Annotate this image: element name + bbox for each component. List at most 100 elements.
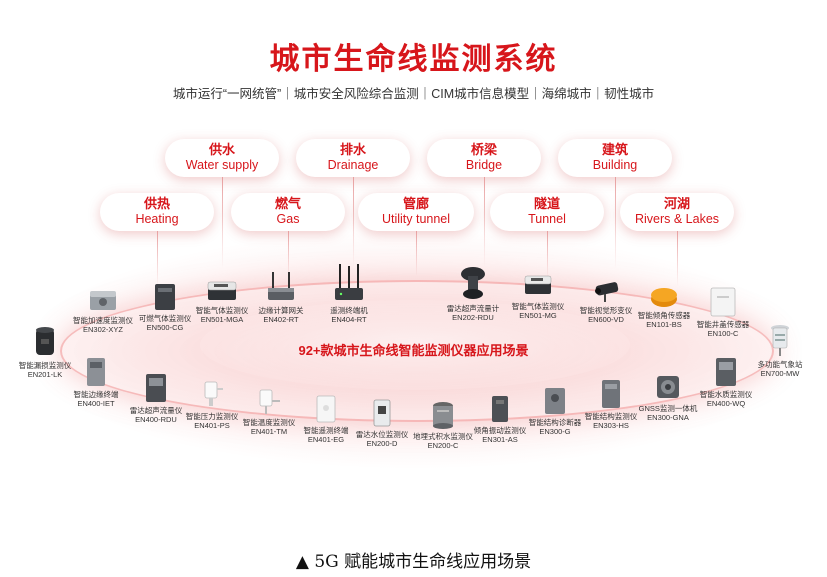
flat-box-icon [207,281,237,300]
scenario-cn: 供水 [208,142,235,157]
scenario-cn: 燃气 [274,196,301,211]
device-name: 智能压力监测仪 [185,412,239,421]
device-model: EN600-VD [588,315,624,324]
device-EN501-MG: 智能气体监测仪 EN501-MG [490,270,586,320]
device-EN700-MW: 多功能气象站 EN700-MW [732,322,827,378]
device-EN500-CG: 可燃气体监测仪 EN500-CG [117,282,213,332]
device-EN401-EG: 智能遥测终端 EN401-EG [278,394,374,444]
device-EN400-IET: 智能边缘终端 EN400-IET [48,356,144,408]
scenario-rivers-lakes: 河湖 Rivers & Lakes [620,193,734,286]
device-model: EN300-G [539,427,571,436]
scenario-cn: 隧道 [533,196,560,211]
center-label: 92+款城市生命线智能监测仪器应用场景 [298,343,529,358]
device-EN401-TM: 智能温度监测仪 EN401-TM [221,386,317,436]
figure-caption: ▲ 5G 赋能城市生命线应用场景 [295,552,532,572]
vibration-icon [492,396,508,422]
ring-highlight [200,300,630,390]
pressure-icon [204,381,223,406]
device-name: 雷达超声流量仪 [129,406,183,415]
tall-box-icon [87,358,105,386]
device-name: 智能温度监测仪 [242,418,296,427]
scenario-drainage: 排水 Drainage [296,139,410,267]
device-EN100-C: 智能井盖传感器 EN100-C [675,286,771,338]
device-EN404-RT: 遥测终端机 EN404-RT [301,262,397,324]
scenario-water-supply: 供水 Water supply [165,139,279,269]
device-name: 遥测终端机 [330,306,368,315]
device-name: 智能边缘终端 [73,390,119,399]
scenario-en: Rivers & Lakes [634,212,720,226]
gnss-icon [657,376,679,398]
device-EN401-PS: 智能压力监测仪 EN401-PS [164,380,260,430]
scenario-cn: 排水 [339,142,366,157]
device-name: 雷达超声流量计 [446,304,500,313]
device-EN302-XYZ: 智能加速度监测仪 EN302-XYZ [55,288,151,334]
device-EN600-VD: 智能视觉形变仪 EN600-VD [558,276,654,324]
white-panel-icon [710,287,736,317]
scenario-tunnel: 隧道 Tunnel [490,193,604,279]
scenario-cn: 桥梁 [470,142,497,157]
tall-box-icon [602,380,620,408]
dark-box-icon [155,284,175,310]
device-EN400-RDU: 雷达超声流量仪 EN400-RDU [108,372,204,424]
scenario-en: Tunnel [528,212,566,226]
scenario-en: Drainage [327,158,379,172]
device-name: 边缘计算网关 [258,306,304,315]
device-model: EN200-D [366,439,398,448]
device-model: EN400-IET [77,399,115,408]
weather-station-icon [771,325,789,356]
device-EN300-GNA: GNSS监测一体机 EN300-GNA [620,372,716,422]
device-name: 智能遥测终端 [303,426,349,435]
device-EN303-HS: 智能结构监测仪 EN303-HS [563,378,659,430]
scenario-en: Gas [276,212,300,226]
scenario-en: Water supply [185,158,259,172]
scenario-cn: 河湖 [663,196,690,211]
device-name: 智能加速度监测仪 [73,316,133,325]
device-model: EN200-C [427,441,459,450]
device-EN202-RDU: 雷达超声流量计 EN202-RDU [425,264,521,322]
device-model: EN401-TM [250,427,288,436]
device-name: 智能结构监测仪 [584,412,638,421]
temperature-icon [259,389,280,414]
device-EN300-G: 智能结构诊断器 EN300-G [507,386,603,436]
device-model: EN101-BS [646,320,682,329]
device-model: EN501-MGA [200,315,244,324]
device-model: EN501-MG [519,311,557,320]
device-model: EN404-RT [331,315,367,324]
device-model: EN301-AS [482,435,518,444]
device-model: EN500-CG [146,323,184,332]
cylinder-icon [36,327,54,355]
device-EN101-BS: 智能倾角传感器 EN101-BS [616,283,712,329]
device-model: EN400-RDU [135,415,177,424]
page-title: 城市生命线监测系统 [269,43,558,76]
device-name: 倾角振动监测仪 [473,426,527,435]
radar-icon [461,267,485,299]
gray-box-icon [90,291,116,310]
device-model: EN300-GNA [647,413,689,422]
device-name: 智能视觉形变仪 [579,306,633,315]
camera-icon [595,282,619,302]
device-name: 智能井盖传感器 [696,320,750,329]
scenario-cn: 管廊 [402,196,429,211]
device-EN501-MGA: 智能气体监测仪 EN501-MGA [174,278,270,324]
scenario-utility-tunnel: 管廊 Utility tunnel [358,193,474,276]
gray-box-icon [545,388,565,414]
page-subtitle: 城市运行“一网统管”｜城市安全风险综合监测｜CIM城市信息模型｜海绵城市｜韧性城… [172,87,655,101]
scenario-en: Utility tunnel [381,212,451,226]
scenario-en: Bridge [465,158,503,172]
device-model: EN700-MW [760,369,800,378]
device-EN200-D: 雷达水位监测仪 EN200-D [334,398,430,448]
device-model: EN401-PS [194,421,230,430]
device-name: 地埋式积水监测仪 [413,432,473,441]
scenario-gas: 燃气 Gas [231,193,345,279]
device-name: 智能水质监测仪 [699,390,753,399]
device-name: 智能漏损监测仪 [18,361,72,370]
buried-icon [433,402,453,429]
scenario-bridge: 桥梁 Bridge [427,139,541,267]
scenario-en: Heating [135,212,179,226]
device-model: EN100-C [707,329,739,338]
device-name: 可燃气体监测仪 [138,314,192,323]
scenario-en: Building [592,158,638,172]
scenario-heating: 供热 Heating [100,193,214,286]
level-box-icon [373,399,391,427]
orange-disc-icon [651,288,677,307]
